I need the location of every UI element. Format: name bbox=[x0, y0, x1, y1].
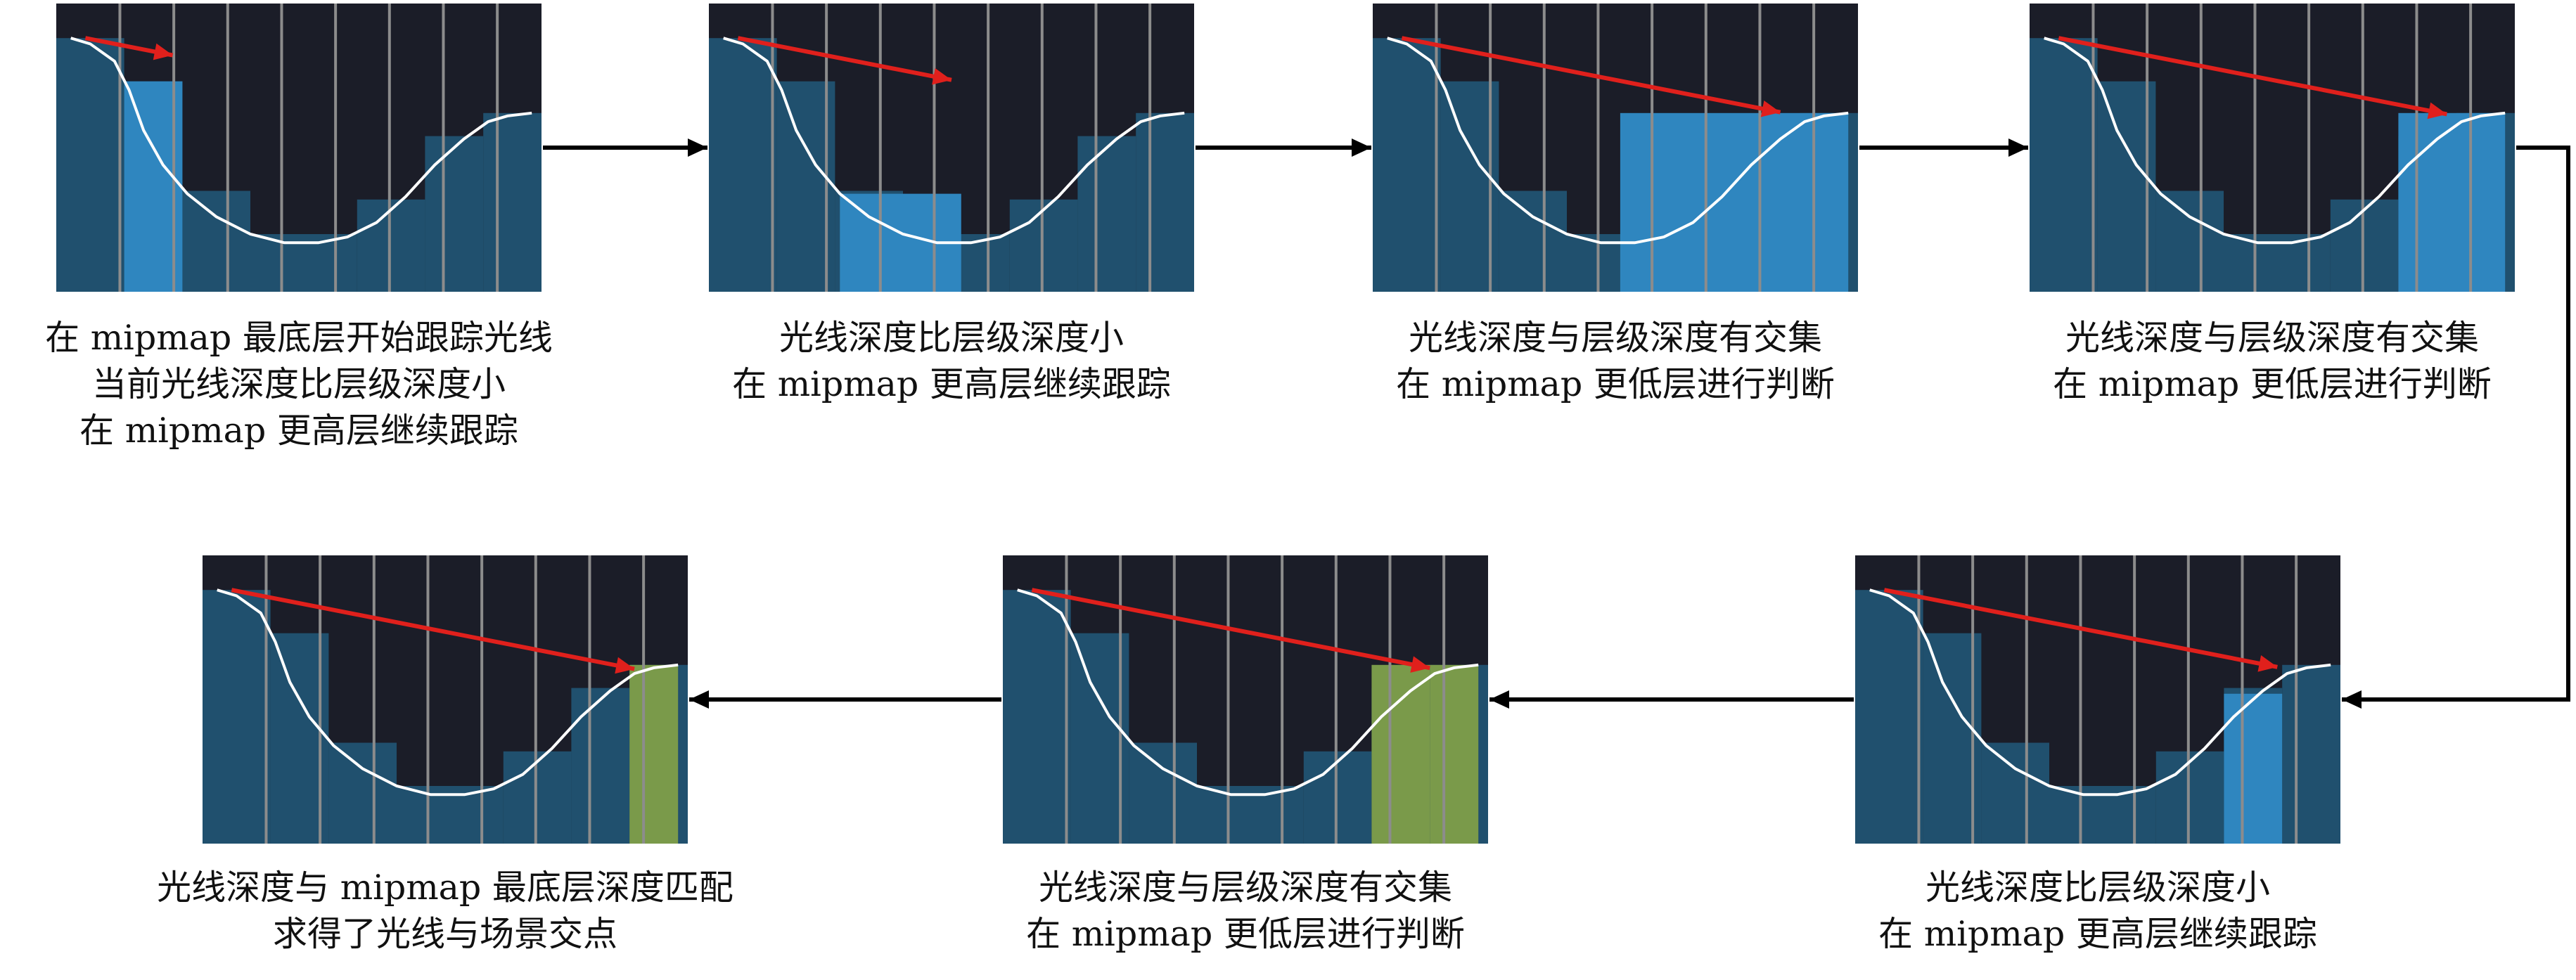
connector-6-7 bbox=[689, 690, 1001, 709]
step-3-panel bbox=[1373, 4, 1858, 292]
step-6-caption: 光线深度与层级深度有交集 在 mipmap 更低层进行判断 bbox=[929, 865, 1562, 958]
step-5-panel bbox=[1855, 555, 2340, 844]
ray-arrow bbox=[1883, 588, 2278, 672]
highlighted-level-cell bbox=[1620, 112, 1849, 292]
ray-arrow bbox=[1031, 588, 1430, 673]
scene-depth-curve bbox=[723, 37, 1185, 245]
depth-column bbox=[1003, 590, 1071, 844]
depth-column bbox=[1499, 191, 1567, 292]
depth-column bbox=[357, 199, 425, 292]
step-7-panel bbox=[203, 555, 688, 844]
step-4-caption: 光线深度与层级深度有交集 在 mipmap 更低层进行判断 bbox=[1956, 315, 2576, 408]
ray-arrow bbox=[231, 588, 635, 674]
depth-column bbox=[2330, 199, 2399, 292]
caption-line: 在 mipmap 更高层继续跟踪 bbox=[1878, 914, 2317, 954]
caption-line: 光线深度比层级深度小 bbox=[1925, 868, 2270, 908]
connector-1-2 bbox=[543, 138, 707, 157]
depth-column bbox=[2030, 38, 2098, 292]
mipmap-depth-view bbox=[1373, 4, 1858, 292]
depth-column bbox=[425, 136, 484, 292]
connector-3-4 bbox=[1859, 138, 2028, 157]
mipmap-depth-view bbox=[1855, 555, 2340, 844]
caption-line: 光线深度与 mipmap 最底层深度匹配 bbox=[157, 868, 733, 908]
highlighted-level-cell bbox=[2398, 112, 2506, 292]
scene-depth-curve bbox=[70, 37, 532, 245]
depth-column bbox=[328, 742, 397, 844]
depth-column bbox=[1303, 751, 1372, 844]
caption-line: 光线深度与层级深度有交集 bbox=[1038, 868, 1452, 908]
step-3-caption: 光线深度与层级深度有交集 在 mipmap 更低层进行判断 bbox=[1299, 315, 1932, 408]
depth-column bbox=[1129, 742, 1197, 844]
caption-line: 在 mipmap 更高层继续跟踪 bbox=[732, 364, 1171, 404]
caption-line: 求得了光线与场景交点 bbox=[272, 914, 617, 954]
depth-column bbox=[1136, 112, 1194, 292]
depth-column bbox=[1981, 742, 2049, 844]
depth-column bbox=[483, 112, 542, 292]
caption-line: 在 mipmap 最底层开始跟踪光线 bbox=[45, 318, 553, 358]
depth-column bbox=[56, 38, 124, 292]
scene-depth-curve bbox=[1869, 588, 2331, 797]
step-2-caption: 光线深度比层级深度小 在 mipmap 更高层继续跟踪 bbox=[635, 315, 1268, 408]
step-6-panel bbox=[1003, 555, 1488, 844]
caption-line: 在 mipmap 更低层进行判断 bbox=[2053, 364, 2492, 404]
depth-column bbox=[1077, 136, 1136, 292]
connector-2-3 bbox=[1196, 138, 1371, 157]
caption-line: 在 mipmap 更低层进行判断 bbox=[1396, 364, 1835, 404]
ray-arrow bbox=[737, 36, 952, 85]
ray-arrow bbox=[84, 36, 174, 60]
mipmap-depth-view bbox=[56, 4, 542, 292]
highlighted-level-cell bbox=[1371, 664, 1430, 844]
caption-line: 光线深度比层级深度小 bbox=[778, 318, 1124, 358]
mipmap-depth-view bbox=[709, 4, 1194, 292]
caption-line: 光线深度与层级深度有交集 bbox=[2065, 318, 2479, 358]
connector-5-6 bbox=[1489, 690, 1854, 709]
step-2-panel bbox=[709, 4, 1194, 292]
depth-column bbox=[1009, 199, 1078, 292]
step-4-panel bbox=[2030, 4, 2515, 292]
caption-line: 在 mipmap 更高层继续跟踪 bbox=[79, 411, 518, 451]
depth-column bbox=[503, 751, 572, 844]
step-1-panel bbox=[56, 4, 542, 292]
scene-depth-curve bbox=[217, 588, 679, 797]
caption-line: 光线深度与层级深度有交集 bbox=[1408, 318, 1822, 358]
scene-depth-curve bbox=[2044, 37, 2506, 245]
step-7-caption: 光线深度与 mipmap 最底层深度匹配 求得了光线与场景交点 bbox=[129, 865, 762, 958]
scene-depth-curve bbox=[1017, 588, 1479, 797]
depth-column bbox=[2155, 191, 2224, 292]
ray-arrow bbox=[2058, 36, 2447, 120]
depth-column bbox=[2282, 664, 2340, 844]
highlighted-level-cell bbox=[1430, 664, 1479, 844]
step-5-caption: 光线深度比层级深度小 在 mipmap 更高层继续跟踪 bbox=[1781, 865, 2414, 958]
depth-column bbox=[1373, 38, 1441, 292]
scene-depth-curve bbox=[1387, 37, 1849, 245]
ray-arrow bbox=[1401, 36, 1781, 117]
caption-line: 在 mipmap 更低层进行判断 bbox=[1026, 914, 1465, 954]
step-1-caption: 在 mipmap 最底层开始跟踪光线 当前光线深度比层级深度小 在 mipmap… bbox=[0, 315, 615, 454]
depth-column bbox=[2155, 751, 2224, 844]
depth-column bbox=[571, 688, 630, 844]
depth-column bbox=[203, 590, 271, 844]
connector-4-5 bbox=[2342, 146, 2570, 709]
depth-column bbox=[709, 38, 777, 292]
mipmap-depth-view bbox=[203, 555, 688, 844]
highlighted-level-cell bbox=[629, 664, 679, 844]
mipmap-depth-view bbox=[2030, 4, 2515, 292]
caption-line: 当前光线深度比层级深度小 bbox=[91, 364, 506, 404]
mipmap-depth-view bbox=[1003, 555, 1488, 844]
depth-column bbox=[182, 191, 250, 292]
depth-column bbox=[1855, 590, 1923, 844]
